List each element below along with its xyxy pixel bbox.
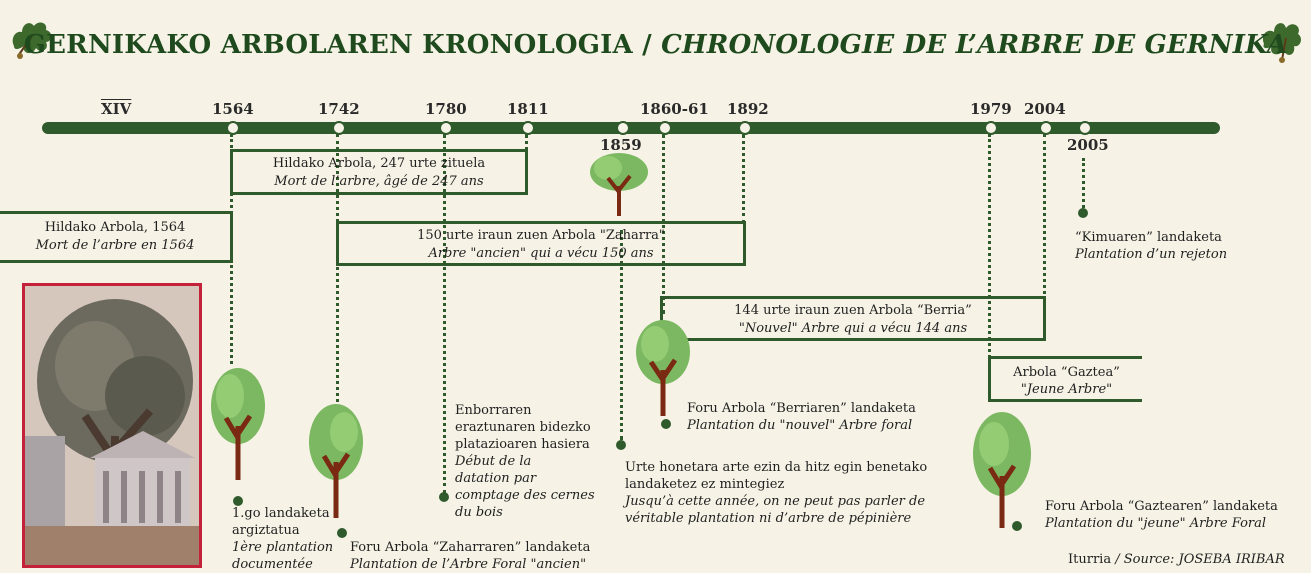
event-nursery-fr-2: véritable plantation ni d’arbre de pépin… — [625, 511, 912, 526]
axis-dot-2005 — [1078, 121, 1092, 135]
page-title: GERNIKAKO ARBOLAREN KRONOLOGIA / CHRONOL… — [0, 30, 1311, 60]
event-dot-dating — [439, 492, 449, 502]
event-dot-nursery — [616, 440, 626, 450]
axis-dot-1811 — [521, 121, 535, 135]
event-gaztea-fr: Plantation du "jeune" Arbre Foral — [1045, 516, 1267, 531]
event-dating-eu-2: eraztunaren bidezko — [455, 420, 591, 435]
year-1742: 1742 — [318, 100, 360, 118]
year-1859: 1859 — [600, 136, 642, 154]
connector-1859 — [620, 230, 623, 440]
event-dating-fr-2: datation par — [455, 471, 537, 486]
year-1860-61: 1860-61 — [640, 100, 709, 118]
title-basque: GERNIKAKO ARBOLAREN KRONOLOGIA / — [23, 30, 662, 60]
axis-dot-1564 — [226, 121, 240, 135]
connector-1860 — [662, 134, 665, 314]
event-first-eu-1: 1.go landaketa — [232, 506, 330, 521]
box-old-150: 150 urte iraun zuen Arbola "Zaharra" Arb… — [336, 221, 746, 266]
event-dating-eu-3: platazioaren hasiera — [455, 437, 590, 452]
tree-icon-1860 — [636, 320, 690, 416]
source-label: Iturria — [1068, 552, 1116, 567]
year-1811: 1811 — [507, 100, 549, 118]
event-first-fr-1: 1ère plantation — [232, 540, 334, 555]
connector-1742 — [336, 134, 339, 402]
axis-dot-1780 — [439, 121, 453, 135]
year-xiv: XIV — [101, 100, 132, 118]
tree-icon-1859 — [590, 153, 648, 216]
engraving-illustration — [25, 286, 199, 565]
year-2005: 2005 — [1067, 136, 1109, 154]
tree-icon-1979 — [973, 412, 1031, 528]
event-dot-kimua — [1078, 208, 1088, 218]
event-gaztea: Foru Arbola “Gaztearen” landaketa Planta… — [1045, 498, 1278, 532]
event-berria-fr: Plantation du "nouvel" Arbre foral — [687, 418, 913, 433]
year-1780: 1780 — [425, 100, 467, 118]
tree-icon-1564 — [211, 368, 265, 480]
axis-dot-1892 — [738, 121, 752, 135]
title-french: CHRONOLOGIE DE L’ARBRE DE GERNIKA — [661, 30, 1288, 60]
tree-icon-1742 — [309, 404, 363, 518]
oak-leaf-icon-right — [1262, 23, 1301, 63]
oak-leaf-icon-left — [12, 22, 52, 59]
event-first-plantation: 1.go landaketa argiztatua 1ère plantatio… — [232, 505, 333, 573]
box-new-144-eu: 144 urte iraun zuen Arbola “Berria” — [734, 303, 972, 318]
event-nursery-eu-1: Urte honetara arte ezin da hitz egin ben… — [625, 460, 928, 475]
box-young-eu: Arbola “Gaztea” — [1013, 365, 1120, 380]
event-dot-zaharra — [337, 528, 347, 538]
event-dating-fr-1: Début de la — [455, 454, 532, 469]
axis-dot-1859 — [616, 121, 630, 135]
year-1892: 1892 — [727, 100, 769, 118]
box-died-247-fr: Mort de l’arbre, âgé de 247 ans — [274, 174, 484, 189]
connector-1979 — [988, 134, 991, 400]
event-first-fr-2: documentée — [232, 557, 313, 572]
event-first-eu-2: argiztatua — [232, 523, 300, 538]
event-kimua-eu: “Kimuaren” landaketa — [1075, 230, 1222, 245]
event-zaharra: Foru Arbola “Zaharraren” landaketa Plant… — [350, 539, 590, 573]
event-zaharra-eu: Foru Arbola “Zaharraren” landaketa — [350, 540, 591, 555]
event-kimua: “Kimuaren” landaketa Plantation d’un rej… — [1075, 229, 1227, 263]
box-young-fr: "Jeune Arbre" — [1020, 382, 1113, 397]
box-new-144-fr: "Nouvel" Arbre qui a vécu 144 ans — [738, 321, 968, 336]
box-died-247-eu: Hildako Arbola, 247 urte zituela — [272, 156, 486, 171]
box-young: Arbola “Gaztea” "Jeune Arbre" — [988, 356, 1142, 402]
source-value: / Source: JOSEBA IRIBAR — [1115, 552, 1285, 567]
event-dating: Enborraren eraztunaren bidezko platazioa… — [455, 402, 595, 521]
box-old-150-eu: 150 urte iraun zuen Arbola "Zaharra" — [417, 228, 665, 243]
box-died-1564-fr: Mort de l’arbre en 1564 — [35, 238, 195, 253]
box-new-144: 144 urte iraun zuen Arbola “Berria” "Nou… — [660, 296, 1046, 341]
box-died-1564-eu: Hildako Arbola, 1564 — [44, 220, 186, 235]
event-dot-gaztea — [1012, 521, 1022, 531]
axis-dot-1979 — [984, 121, 998, 135]
box-died-1564: Hildako Arbola, 1564 Mort de l’arbre en … — [0, 211, 233, 263]
connector-1892 — [742, 134, 745, 224]
event-dating-fr-3: comptage des cernes — [455, 488, 595, 503]
event-dot-berria — [661, 419, 671, 429]
event-nursery-fr-1: Jusqu’à cette année, on ne peut pas parl… — [625, 494, 926, 509]
year-1564: 1564 — [212, 100, 254, 118]
axis-dot-2004 — [1039, 121, 1053, 135]
source-credit: Iturria / Source: JOSEBA IRIBAR — [1068, 551, 1285, 568]
year-2004: 2004 — [1024, 100, 1066, 118]
event-dating-eu-1: Enborraren — [455, 403, 532, 418]
connector-2005 — [1082, 158, 1085, 208]
event-berria-eu: Foru Arbola “Berriaren” landaketa — [687, 401, 916, 416]
axis-dot-1860 — [658, 121, 672, 135]
event-nursery: Urte honetara arte ezin da hitz egin ben… — [625, 459, 927, 527]
event-gaztea-eu: Foru Arbola “Gaztearen” landaketa — [1045, 499, 1278, 514]
historical-engraving-image — [22, 283, 202, 568]
event-kimua-fr: Plantation d’un rejeton — [1075, 247, 1228, 262]
box-old-150-fr: Arbre "ancien" qui a vécu 150 ans — [428, 246, 654, 261]
box-died-247: Hildako Arbola, 247 urte zituela Mort de… — [230, 149, 528, 195]
event-nursery-eu-2: landaketez ez mintegiez — [625, 477, 785, 492]
event-dot-first — [233, 496, 243, 506]
axis-dot-1742 — [332, 121, 346, 135]
year-1979: 1979 — [970, 100, 1012, 118]
connector-1780 — [443, 134, 446, 494]
connector-2004 — [1043, 134, 1046, 294]
event-dating-fr-4: du bois — [455, 505, 503, 520]
event-zaharra-fr: Plantation de l’Arbre Foral "ancien" — [350, 557, 587, 572]
event-berria: Foru Arbola “Berriaren” landaketa Planta… — [687, 400, 916, 434]
